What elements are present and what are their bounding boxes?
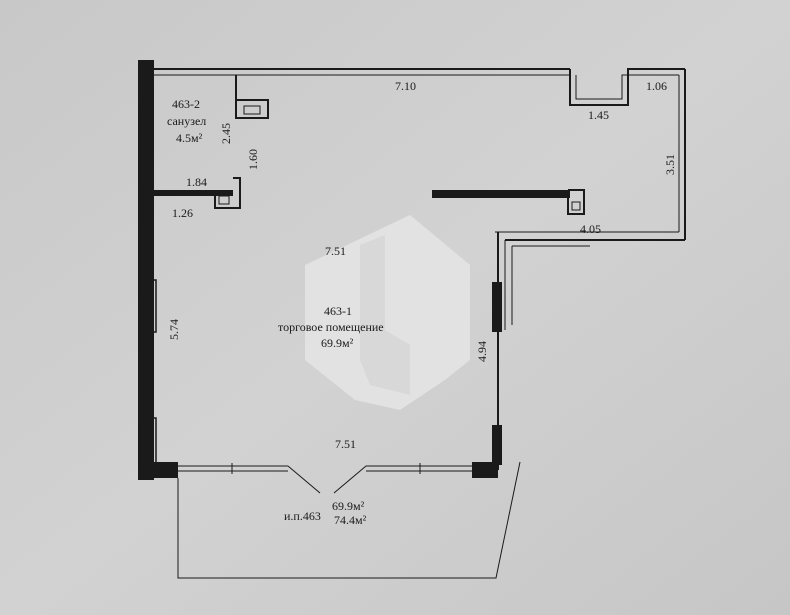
labels: 7.10 1.45 1.06 3.51 4.05 463-2 санузел 4… xyxy=(167,79,677,527)
dim-toilet-height: 2.45 xyxy=(219,123,233,144)
dim-right-lower-height: 4.94 xyxy=(475,341,489,362)
room-463-2-name: санузел xyxy=(167,114,206,128)
walls xyxy=(138,60,686,579)
room-463-1-name: торговое помещение xyxy=(278,320,384,334)
dim-top-wall: 7.10 xyxy=(395,79,416,93)
room-463-1-number: 463-1 xyxy=(324,304,352,318)
dim-room-width-bottom: 7.51 xyxy=(335,437,356,451)
dim-right-top: 1.06 xyxy=(646,79,667,93)
dim-toilet-width: 1.84 xyxy=(186,175,207,189)
dim-toilet-partition: 1.60 xyxy=(246,149,260,170)
dim-toilet-bottom: 1.26 xyxy=(172,206,193,220)
dim-step-width: 4.05 xyxy=(580,222,601,236)
summary-area-total: 74.4м² xyxy=(334,513,367,527)
watermark-logo xyxy=(305,215,470,410)
room-463-1-area: 69.9м² xyxy=(321,336,354,350)
room-463-2-number: 463-2 xyxy=(172,97,200,111)
dim-niche-width: 1.45 xyxy=(588,108,609,122)
summary-unit: и.п.463 xyxy=(284,509,321,523)
dim-right-height: 3.51 xyxy=(663,154,677,175)
room-463-2-area: 4.5м² xyxy=(176,131,203,145)
dim-room-width-top: 7.51 xyxy=(325,244,346,258)
summary-area-main: 69.9м² xyxy=(332,499,365,513)
dim-left-height: 5.74 xyxy=(167,319,181,340)
